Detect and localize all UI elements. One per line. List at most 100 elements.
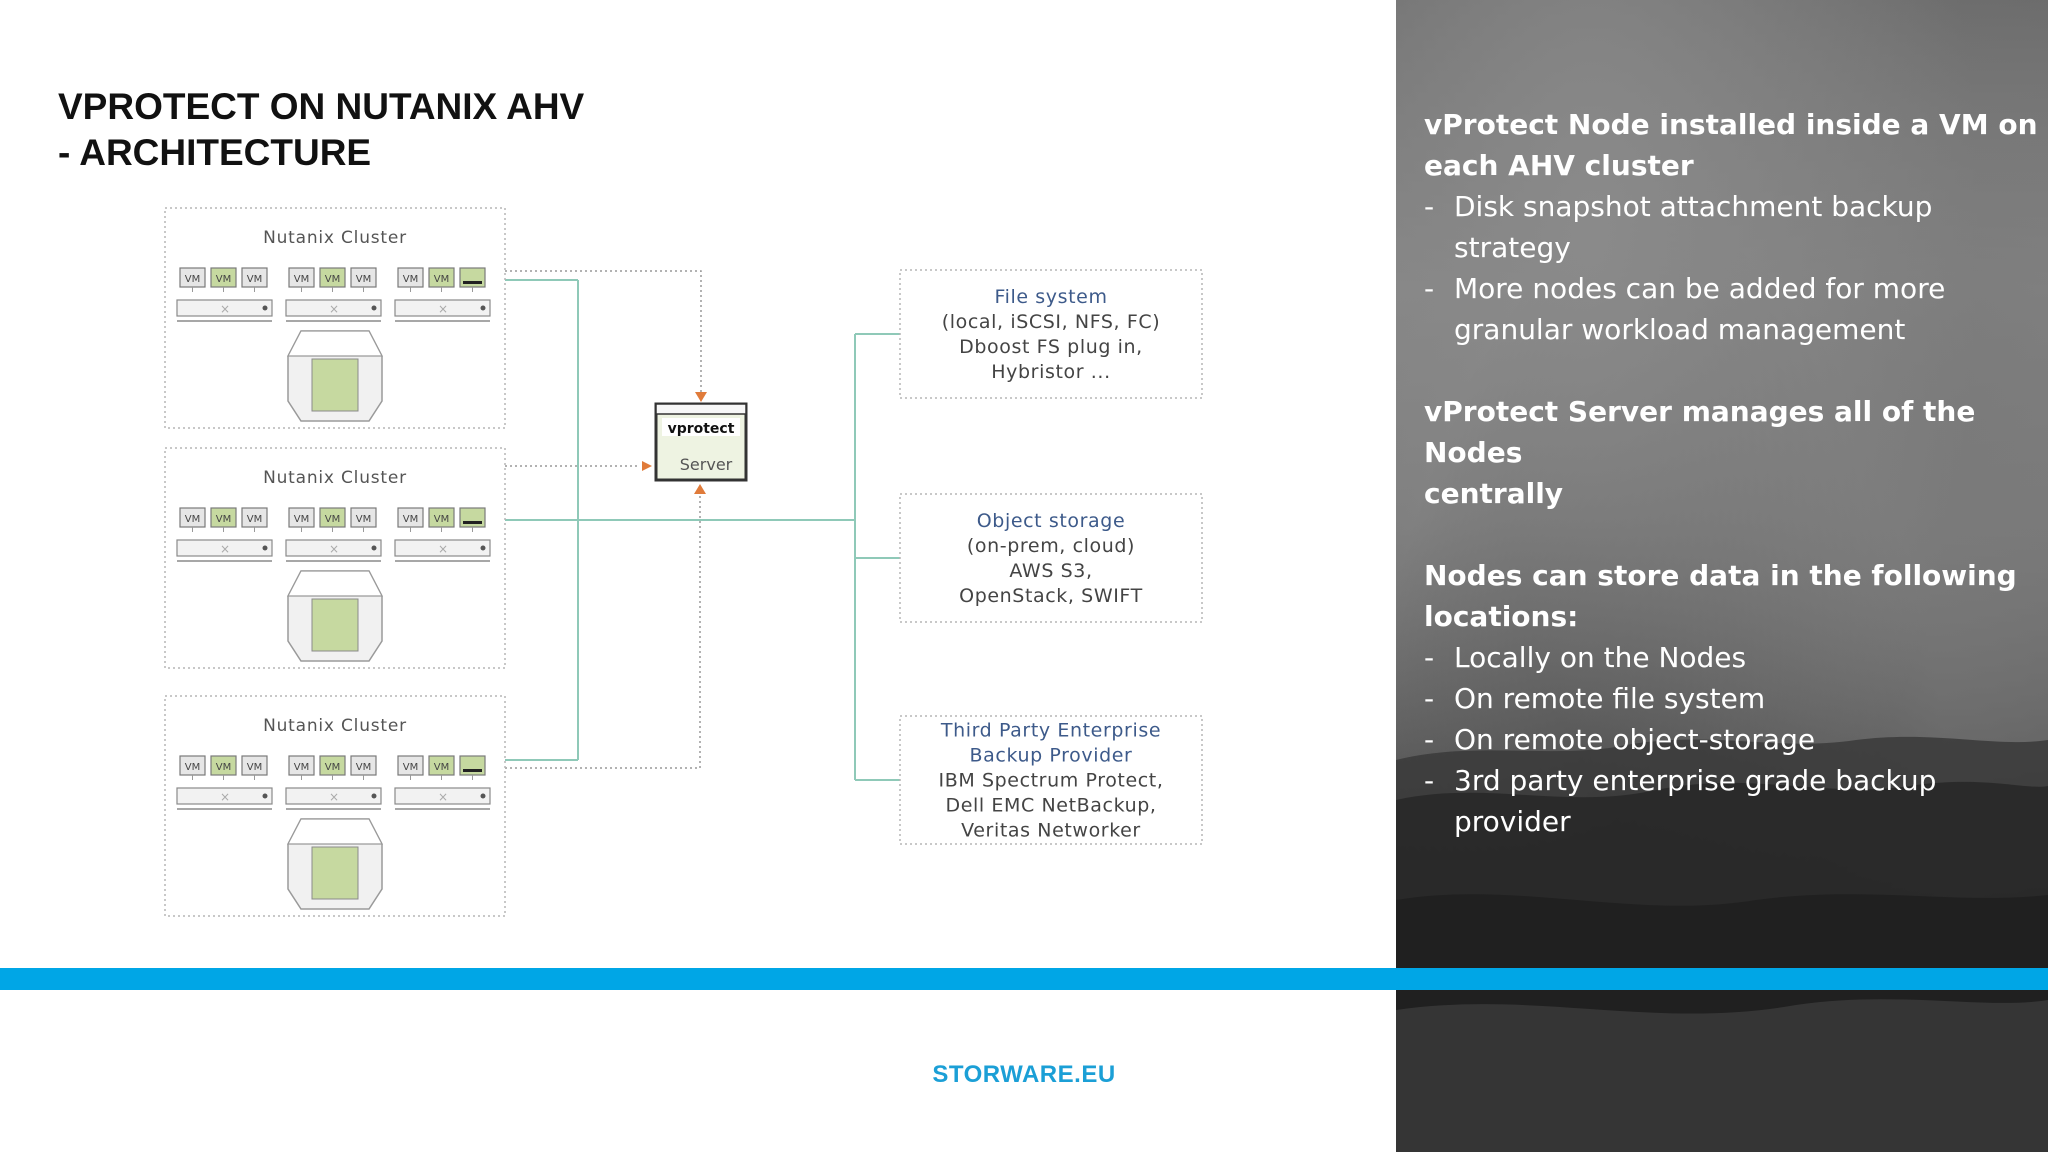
- server-label: Server: [680, 455, 733, 474]
- host-mark: ×: [220, 790, 230, 804]
- panel-block-2: vProtect Server manages all of the Nodes…: [1424, 391, 2044, 514]
- vm-label: VM: [325, 514, 340, 525]
- slide-title: VPROTECT ON NUTANIX AHV - ARCHITECTURE: [58, 84, 584, 176]
- bullet-text: On remote file system: [1454, 682, 1766, 715]
- storage-frame: [899, 493, 1203, 623]
- storage-line: IBM Spectrum Protect,: [939, 770, 1164, 792]
- host-mark: ×: [220, 302, 230, 316]
- host-led: [480, 545, 486, 551]
- host-server: [176, 299, 273, 317]
- accent-bar: [0, 968, 2048, 990]
- vm-label: VM: [403, 274, 418, 285]
- storage-line: AWS S3,: [1009, 560, 1092, 582]
- host-server: [394, 787, 491, 805]
- host-led: [262, 545, 268, 551]
- host-led: [262, 305, 268, 311]
- host-mark: ×: [438, 302, 448, 316]
- server-frame: [654, 402, 748, 482]
- vm-label: VM: [216, 274, 231, 285]
- host-server: [394, 299, 491, 317]
- server-titlebar: [655, 403, 747, 415]
- arrow-head: [694, 484, 706, 494]
- bullet-item: - On remote file system: [1424, 678, 2044, 719]
- server-brand-bg: [662, 418, 740, 436]
- cluster-label: Nutanix Cluster: [263, 716, 407, 736]
- footer-brand: STORWARE.EU: [932, 1061, 1116, 1088]
- bullet-text: Disk snapshot attachment backup strategy: [1454, 190, 1933, 264]
- vm-label: VM: [325, 274, 340, 285]
- storage-line: (local, iSCSI, NFS, FC): [942, 311, 1160, 333]
- vm-label: VM: [247, 762, 262, 773]
- host-mark: ×: [220, 542, 230, 556]
- host-server: [394, 539, 491, 557]
- bullet-text: provider: [1454, 805, 1571, 838]
- storage-frame: [899, 269, 1203, 399]
- bullet-item: - 3rd party enterprise grade backup prov…: [1424, 760, 2044, 842]
- storage-pool-top: [287, 570, 383, 597]
- server-brand: vprotect: [668, 421, 735, 437]
- vm-label: VM: [294, 762, 309, 773]
- panel-block-1: vProtect Node installed inside a VM on e…: [1424, 104, 2044, 350]
- bullet-text: granular workload management: [1454, 313, 1906, 346]
- bullet-text: More nodes can be added for more: [1454, 272, 1946, 305]
- vm-label: VM: [294, 274, 309, 285]
- host-server: [176, 539, 273, 557]
- storage-line: Veritas Networker: [961, 820, 1141, 842]
- heading-line: vProtect Server manages all of the Nodes: [1424, 395, 1976, 469]
- node-indicator: [463, 281, 482, 284]
- storage-line: (on-prem, cloud): [967, 535, 1135, 557]
- storage-target: File system(local, iSCSI, NFS, FC)Dboost…: [899, 269, 1203, 399]
- storage-target: Object storage(on-prem, cloud)AWS S3,Ope…: [899, 493, 1203, 623]
- storage-pool-disk: [311, 846, 359, 900]
- cluster-label: Nutanix Cluster: [263, 228, 407, 248]
- arrow-head: [642, 461, 652, 471]
- vm-label: VM: [434, 762, 449, 773]
- storage-pool-disk: [311, 598, 359, 652]
- vm-label: VM: [216, 514, 231, 525]
- bullet-item: - More nodes can be added for more granu…: [1424, 268, 2044, 350]
- vm-label: VM: [403, 762, 418, 773]
- vm-label: VM: [185, 762, 200, 773]
- bullet-item: - On remote object-storage: [1424, 719, 2044, 760]
- storage-frame: [899, 715, 1203, 845]
- heading-line: each AHV cluster: [1424, 149, 1694, 182]
- host-led: [371, 793, 377, 799]
- storage-line: Dell EMC NetBackup,: [945, 795, 1156, 817]
- vm-box: [459, 507, 486, 528]
- title-line-1: VPROTECT ON NUTANIX AHV: [58, 86, 585, 127]
- vm-label: VM: [403, 514, 418, 525]
- host-mark: ×: [329, 790, 339, 804]
- host-led: [262, 793, 268, 799]
- vm-label: VM: [434, 514, 449, 525]
- landscape-background: [1396, 736, 2048, 1152]
- host-mark: ×: [329, 542, 339, 556]
- host-mark: ×: [438, 542, 448, 556]
- panel-text: vProtect Node installed inside a VM on e…: [1424, 104, 2044, 842]
- connectors: [490, 270, 900, 781]
- storage-line: Third Party Enterprise: [940, 720, 1161, 742]
- vm-label: VM: [185, 274, 200, 285]
- host: VM VM ×: [394, 507, 491, 562]
- host-led: [480, 793, 486, 799]
- info-panel: vProtect Node installed inside a VM on e…: [1396, 0, 2048, 1152]
- storage-targets: File system(local, iSCSI, NFS, FC)Dboost…: [899, 269, 1203, 845]
- vm-label: VM: [356, 762, 371, 773]
- node-indicator: [463, 769, 482, 772]
- heading-line: centrally: [1424, 477, 1564, 510]
- bullet-item: - Disk snapshot attachment backup strate…: [1424, 186, 2044, 268]
- vm-label: VM: [356, 274, 371, 285]
- arrow-head: [695, 392, 707, 402]
- host-led: [371, 545, 377, 551]
- host-server: [176, 787, 273, 805]
- host-led: [371, 305, 377, 311]
- cluster-label: Nutanix Cluster: [263, 468, 407, 488]
